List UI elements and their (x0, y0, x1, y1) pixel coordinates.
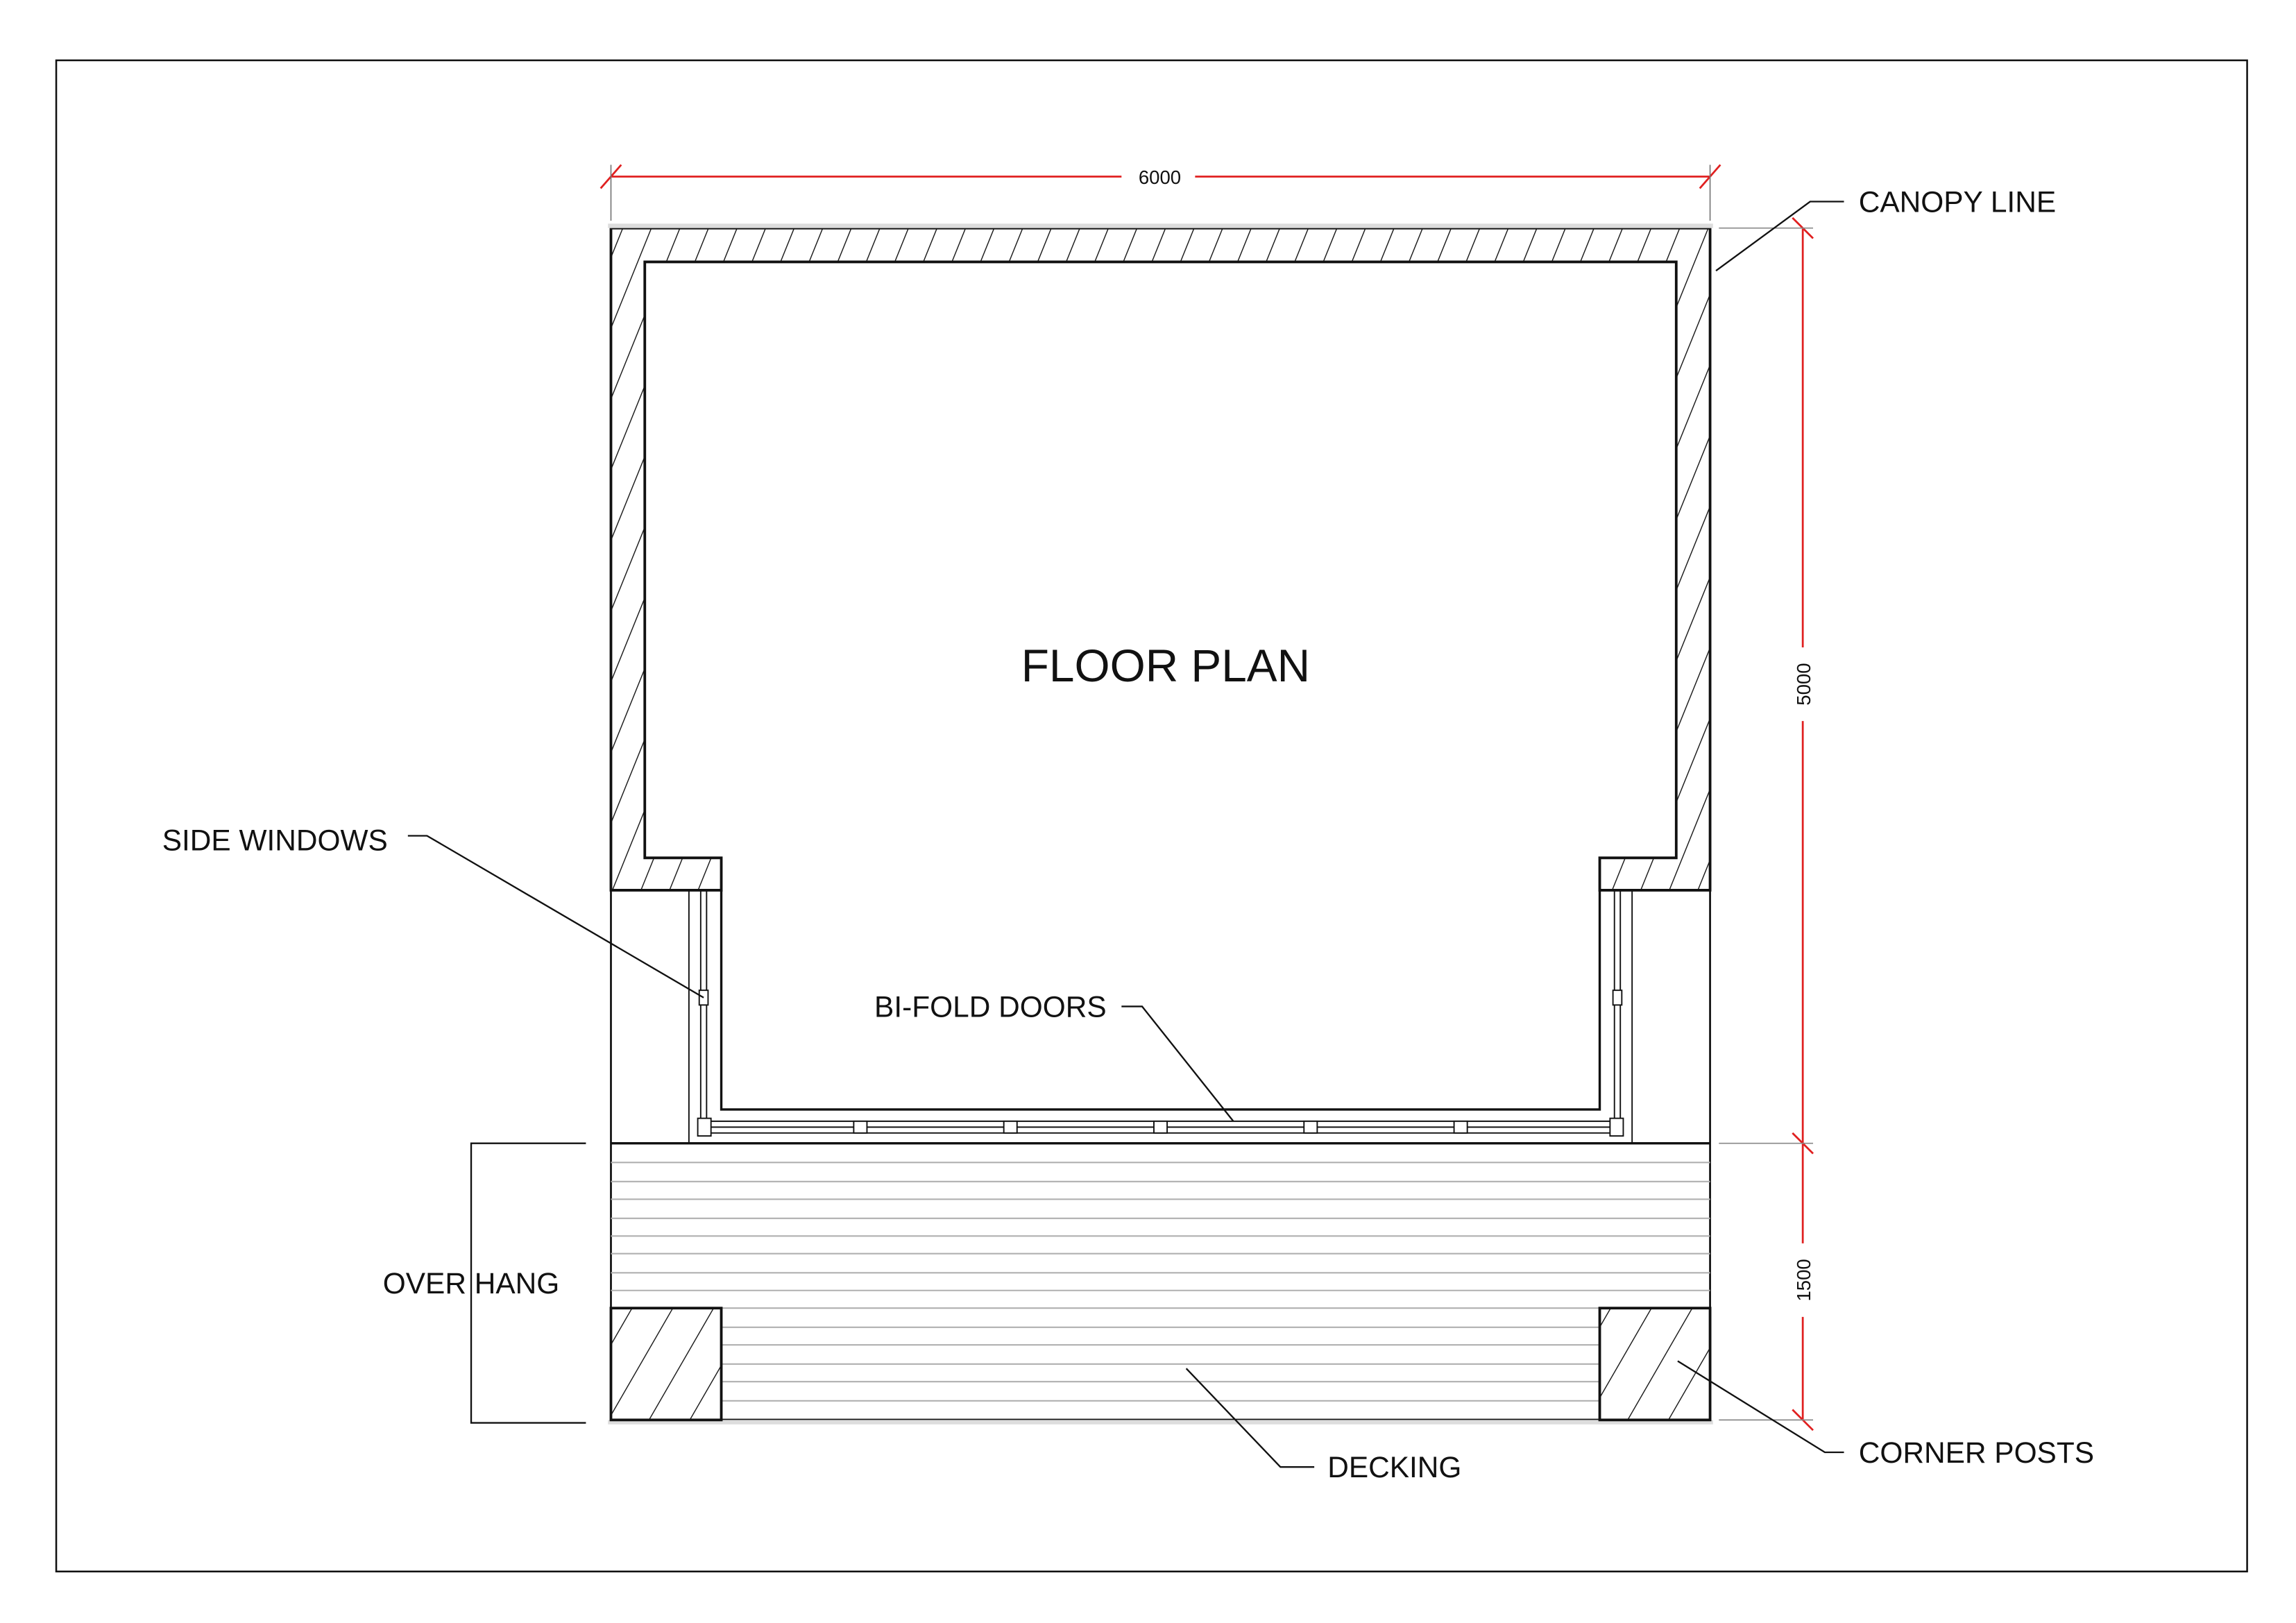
bifold-doors (697, 1117, 1624, 1137)
label-bifold-doors: BI-FOLD DOORS (874, 990, 1107, 1023)
drawing-title: FLOOR PLAN (1021, 640, 1310, 691)
label-decking: DECKING (1327, 1451, 1461, 1484)
side-window-left (688, 890, 709, 1144)
decking-boards (611, 1162, 1710, 1402)
corner-post-right (1598, 1307, 1712, 1422)
label-over-hang: OVER HANG (383, 1267, 559, 1300)
sheet-border (55, 59, 2248, 1573)
room-outline (720, 890, 1601, 1111)
dimension-width-label: 6000 (1139, 167, 1181, 188)
dimension-depth-label: 5000 (1793, 663, 1814, 705)
hatched-walls (609, 226, 1712, 892)
corner-post-left (609, 1307, 723, 1422)
label-side-windows: SIDE WINDOWS (162, 824, 388, 857)
canopy-line (608, 223, 1713, 228)
dimension-overhang-label: 1500 (1793, 1259, 1814, 1301)
side-window-right (1612, 890, 1633, 1144)
label-corner-posts: CORNER POSTS (1859, 1436, 2094, 1469)
extension-lines (1719, 227, 1814, 1421)
label-canopy-line: CANOPY LINE (1859, 185, 2056, 218)
canopy-line-front (608, 1420, 1713, 1425)
dimension-width (599, 164, 1721, 221)
dimension-depth (1792, 216, 1814, 1431)
leader-lines (407, 201, 1844, 1468)
